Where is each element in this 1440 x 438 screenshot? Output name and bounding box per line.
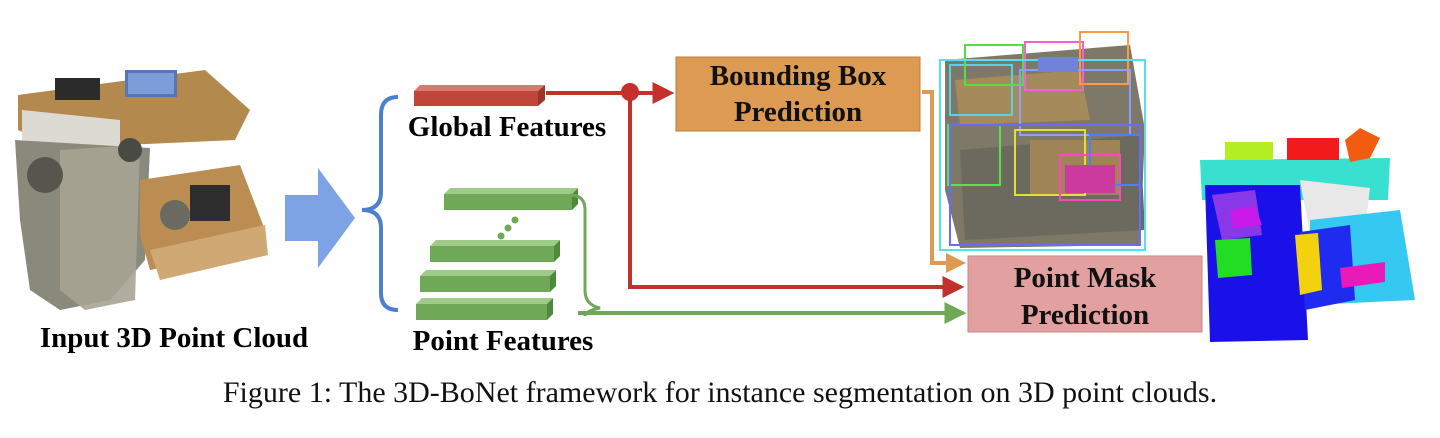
mask-prediction-line1: Point Mask — [1014, 262, 1157, 294]
big-input-arrow — [285, 168, 355, 268]
bbox-to-mask-arrow — [922, 90, 966, 273]
bbox-prediction-line2: Prediction — [734, 96, 862, 128]
feature-brace — [361, 95, 399, 312]
instance-segmentation-result — [1200, 128, 1415, 342]
figure-caption: Figure 1: The 3D-BoNet framework for ins… — [222, 376, 1218, 409]
point-feature-bars — [416, 188, 578, 320]
global-features-label: Global Features — [408, 111, 606, 143]
bounding-box-visualization — [939, 31, 1146, 251]
global-to-mask-arrow — [628, 92, 965, 298]
point-features-label: Point Features — [413, 325, 594, 357]
global-feature-bar — [414, 85, 545, 106]
input-label: Input 3D Point Cloud — [40, 322, 308, 354]
point-feature-brace — [569, 193, 601, 317]
input-point-cloud-image — [15, 70, 268, 310]
framework-diagram: Input 3D Point Cloud Global Features Poi… — [15, 31, 1415, 357]
mask-prediction-line2: Prediction — [1021, 299, 1149, 331]
mask-prediction-box — [967, 255, 1203, 333]
bbox-prediction-line1: Bounding Box — [710, 60, 887, 92]
bbox-prediction-box — [675, 56, 921, 132]
